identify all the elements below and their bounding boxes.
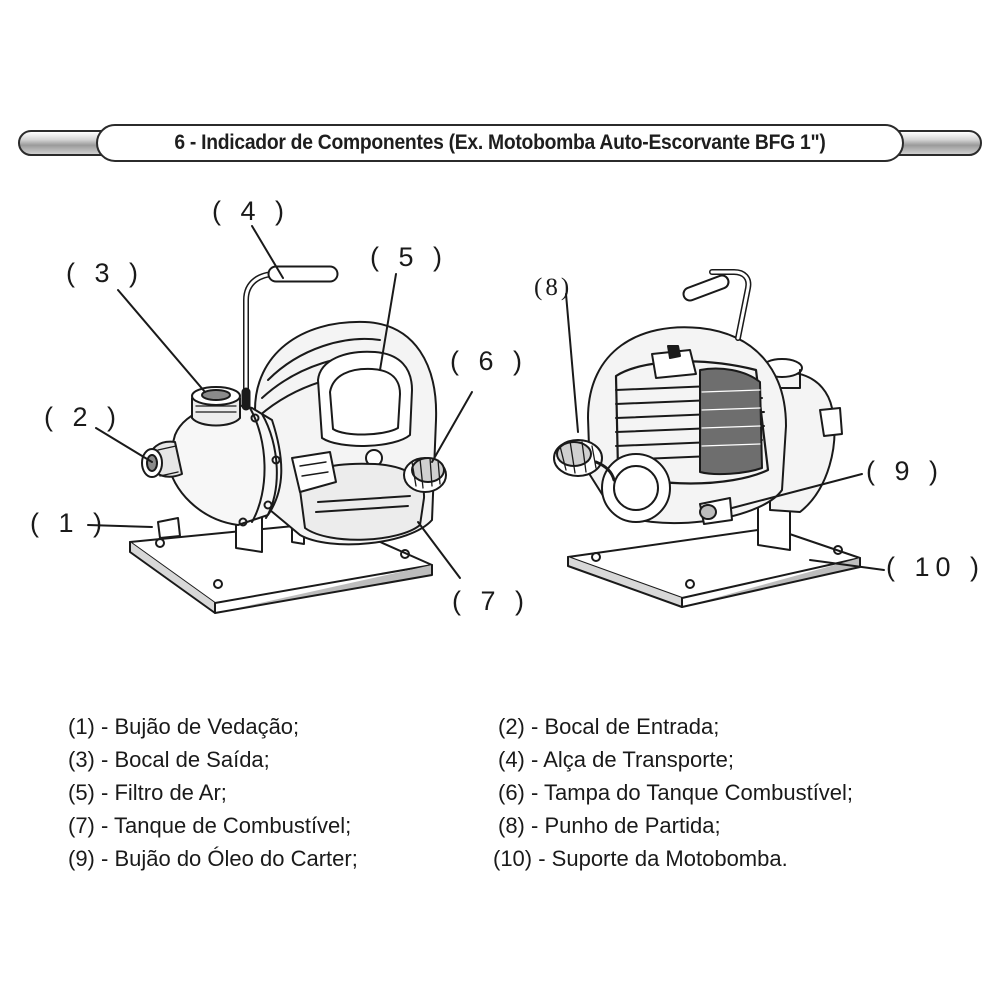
leader-line-5 — [379, 273, 397, 371]
pump-front-view — [87, 225, 473, 614]
callout-5: ( 5 ) — [370, 242, 449, 272]
pump-diagram: ( 1 ) ( 2 ) ( 3 ) ( 4 ) ( 5 ) ( 6 ) ( 7 … — [0, 170, 1000, 640]
leader-line-9 — [731, 473, 863, 509]
leader-line-1 — [87, 524, 153, 528]
legend-item-6: (6) - Tampa do Tanque Combustível; — [498, 780, 854, 805]
legend-item-1: (1) - Bujão de Vedação; — [68, 714, 300, 739]
callout-2: ( 2 ) — [44, 402, 123, 432]
leader-line-8 — [565, 293, 579, 433]
leader-line-6 — [431, 391, 473, 463]
callout-3: ( 3 ) — [66, 258, 145, 288]
leader-line-2 — [95, 427, 153, 463]
legend-item-8: (8) - Punho de Partida; — [498, 813, 721, 838]
section-title: 6 - Indicador de Componentes (Ex. Motobo… — [174, 131, 826, 154]
leader-line-7 — [417, 521, 461, 579]
leader-line-4 — [251, 225, 284, 279]
legend-item-10: (10) - Suporte da Motobomba. — [493, 846, 788, 871]
callout-9: ( 9 ) — [866, 456, 945, 486]
legend-item-3: (3) - Bocal de Saída; — [68, 747, 270, 772]
legend-item-2: (2) - Bocal de Entrada; — [498, 714, 720, 739]
pump-illustration — [87, 225, 885, 614]
callout-8: (8) — [534, 274, 573, 301]
legend-item-5: (5) - Filtro de Ar; — [68, 780, 227, 805]
callout-4: ( 4 ) — [212, 196, 291, 226]
title-pill: 6 - Indicador de Componentes (Ex. Motobo… — [96, 124, 904, 162]
leader-line-10 — [809, 559, 885, 571]
legend-item-7: (7) - Tanque de Combustível; — [68, 813, 352, 838]
pump-rear-view — [553, 269, 885, 608]
callout-7: ( 7 ) — [452, 586, 531, 616]
section-header: 6 - Indicador de Componentes (Ex. Motobo… — [18, 124, 982, 162]
callout-10: ( 10 ) — [886, 552, 986, 582]
leader-line-3 — [117, 289, 206, 393]
legend-item-4: (4) - Alça de Transporte; — [498, 747, 734, 772]
legend-item-9: (9) - Bujão do Óleo do Carter; — [68, 846, 358, 871]
callout-1: ( 1 ) — [30, 508, 109, 538]
callout-6: ( 6 ) — [450, 346, 529, 376]
